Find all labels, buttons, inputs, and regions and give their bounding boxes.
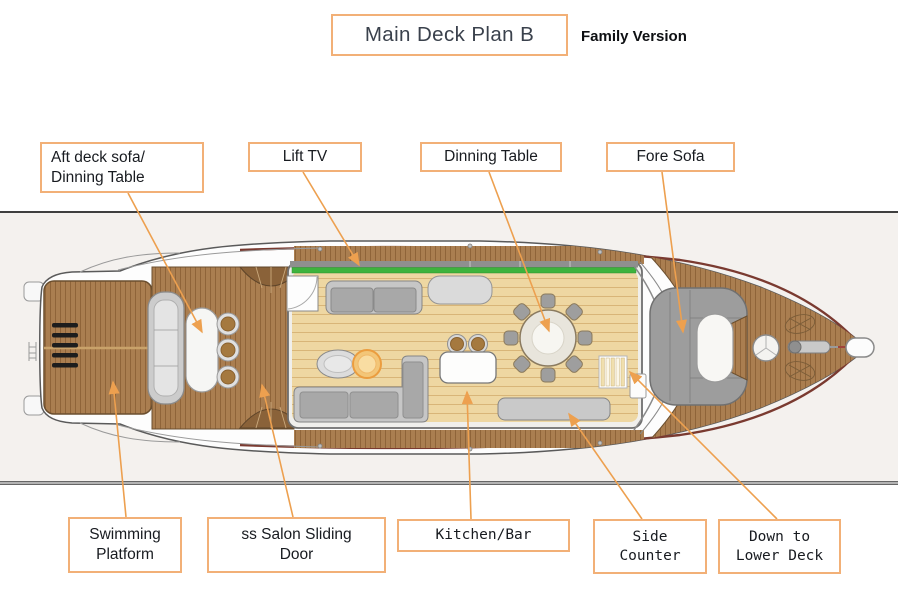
dock-line-top (0, 211, 898, 213)
stern-platform-edge (23, 281, 45, 416)
callout-lift-tv: Lift TV (248, 142, 362, 172)
galley-cabinet (286, 275, 319, 312)
callout-line: Down to (748, 528, 811, 545)
callout-line: ss Salon Sliding (241, 526, 352, 544)
callout-line: Dinning Table (444, 148, 538, 166)
salon-chaise (427, 275, 493, 305)
swimming-platform (43, 280, 153, 415)
version-label: Family Version (581, 28, 687, 45)
leader-side-counter (568, 412, 643, 520)
leader-down-lower (628, 370, 778, 520)
fore-sofa-table (696, 313, 734, 383)
fore-sofa (649, 287, 748, 406)
platform-vents (52, 323, 78, 368)
leader-lift-tv (302, 171, 360, 267)
callout-line: Kitchen/Bar (435, 527, 532, 544)
side-decks (294, 246, 644, 448)
coffee-table-and-chair (316, 349, 382, 379)
callout-side-counter: Side Counter (593, 519, 707, 574)
anchor-rollers (784, 314, 816, 381)
callout-down-to-lower-deck: Down to Lower Deck (718, 519, 841, 574)
callout-line: Lower Deck (735, 547, 824, 564)
aft-stools (216, 312, 240, 389)
callout-dinning-table: Dinning Table (420, 142, 562, 172)
callout-line: Door (279, 546, 314, 563)
salon-forward-wall (290, 261, 638, 268)
dining-table-set (503, 293, 593, 383)
leader-swimming (108, 380, 127, 518)
page-title: Main Deck Plan B (331, 14, 568, 56)
callout-line: Counter (619, 547, 681, 564)
callout-line: Swimming (89, 526, 161, 544)
leader-salon-door (259, 383, 294, 518)
lift-tv-strip (291, 267, 637, 274)
callout-salon-sliding-door: ss Salon Sliding Door (207, 517, 386, 573)
kitchen-bar-island (439, 334, 497, 384)
callout-line: Lift TV (282, 148, 328, 166)
aft-dinning-table (185, 307, 219, 393)
callout-aft-deck-sofa: Aft deck sofa/ Dinning Table (40, 142, 204, 193)
bow-hatch (752, 334, 780, 362)
leader-fore-sofa (661, 171, 687, 334)
salon-bottom-sofa (293, 355, 429, 423)
leader-aft-sofa (127, 192, 203, 334)
side-counter (497, 397, 611, 421)
deck-seams (79, 247, 321, 448)
salon (286, 261, 647, 429)
leader-kitchen (461, 390, 473, 520)
bow-pulpit (845, 337, 875, 358)
callout-line: Side (632, 528, 668, 545)
leader-dinning-table (488, 171, 551, 333)
leader-lines (108, 171, 778, 520)
callout-line: Fore Sofa (636, 148, 705, 166)
dock-line-bottom (0, 481, 898, 485)
salon-top-sofa (325, 280, 423, 315)
callout-line: Aft deck sofa/ (51, 148, 145, 166)
callout-swimming-platform: Swimming Platform (68, 517, 182, 573)
callout-kitchen-bar: Kitchen/Bar (397, 519, 570, 552)
callout-line: Platform (96, 546, 154, 563)
callout-fore-sofa: Fore Sofa (606, 142, 735, 172)
aft-deck-sofa (147, 291, 185, 405)
callout-line: Dinning Table (51, 168, 145, 186)
